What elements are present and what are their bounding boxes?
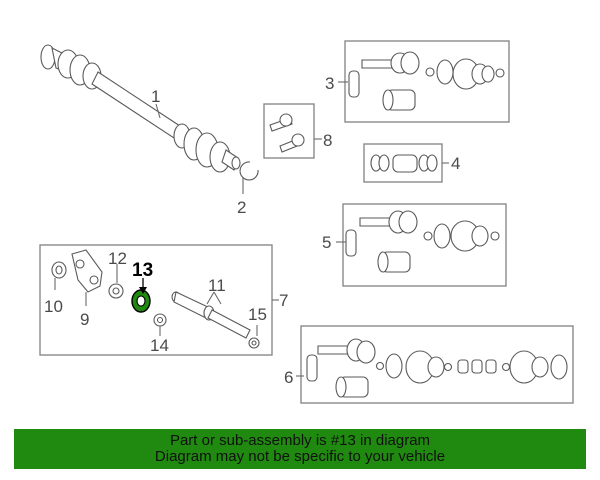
callout-6: 6 (284, 368, 293, 387)
kit-box-5[interactable] (342, 203, 507, 287)
callout-11: 11 (208, 276, 226, 295)
info-banner: Part or sub-assembly is #13 in diagram D… (14, 429, 586, 469)
callout-13: 13 (132, 260, 153, 281)
highlighted-part-13[interactable] (131, 289, 151, 313)
callout-12: 12 (108, 249, 127, 268)
callout-2: 2 (237, 198, 246, 217)
callout-3: 3 (325, 74, 334, 93)
inner-shaft-part-11[interactable] (171, 291, 251, 339)
kit-box-8[interactable] (263, 103, 315, 159)
callout-7: 7 (279, 291, 288, 310)
callout-14: 14 (150, 336, 169, 355)
kit-box-6[interactable] (300, 325, 574, 404)
callout-1: 1 (151, 87, 160, 106)
parts-diagram: 1 2 3 8 4 (39, 40, 574, 404)
joint-kit-parts-5 (345, 210, 500, 273)
seal-part-10[interactable] (51, 261, 67, 279)
callout-8: 8 (323, 131, 332, 150)
joint-kit-parts-3 (348, 51, 505, 111)
callout-9: 9 (80, 310, 89, 329)
callout-5: 5 (322, 233, 331, 252)
callout-15: 15 (248, 305, 267, 324)
boot-kit-parts-4 (370, 154, 438, 173)
callout-10: 10 (44, 297, 63, 316)
ring-part-12[interactable] (108, 283, 124, 299)
bolts-part-8 (269, 113, 305, 153)
banner-line-2: Diagram may not be specific to your vehi… (154, 448, 446, 465)
banner-line-1: Part or sub-assembly is #13 in diagram (169, 432, 431, 449)
washer-part-14[interactable] (153, 313, 167, 327)
callout-4: 4 (451, 154, 460, 173)
ring-part-15[interactable] (248, 337, 260, 349)
axle-shaft-part-1[interactable] (40, 44, 241, 173)
joint-kit-parts-6 (306, 338, 568, 398)
snap-ring-part-2[interactable] (239, 161, 259, 181)
bracket-part-9[interactable] (71, 249, 103, 293)
